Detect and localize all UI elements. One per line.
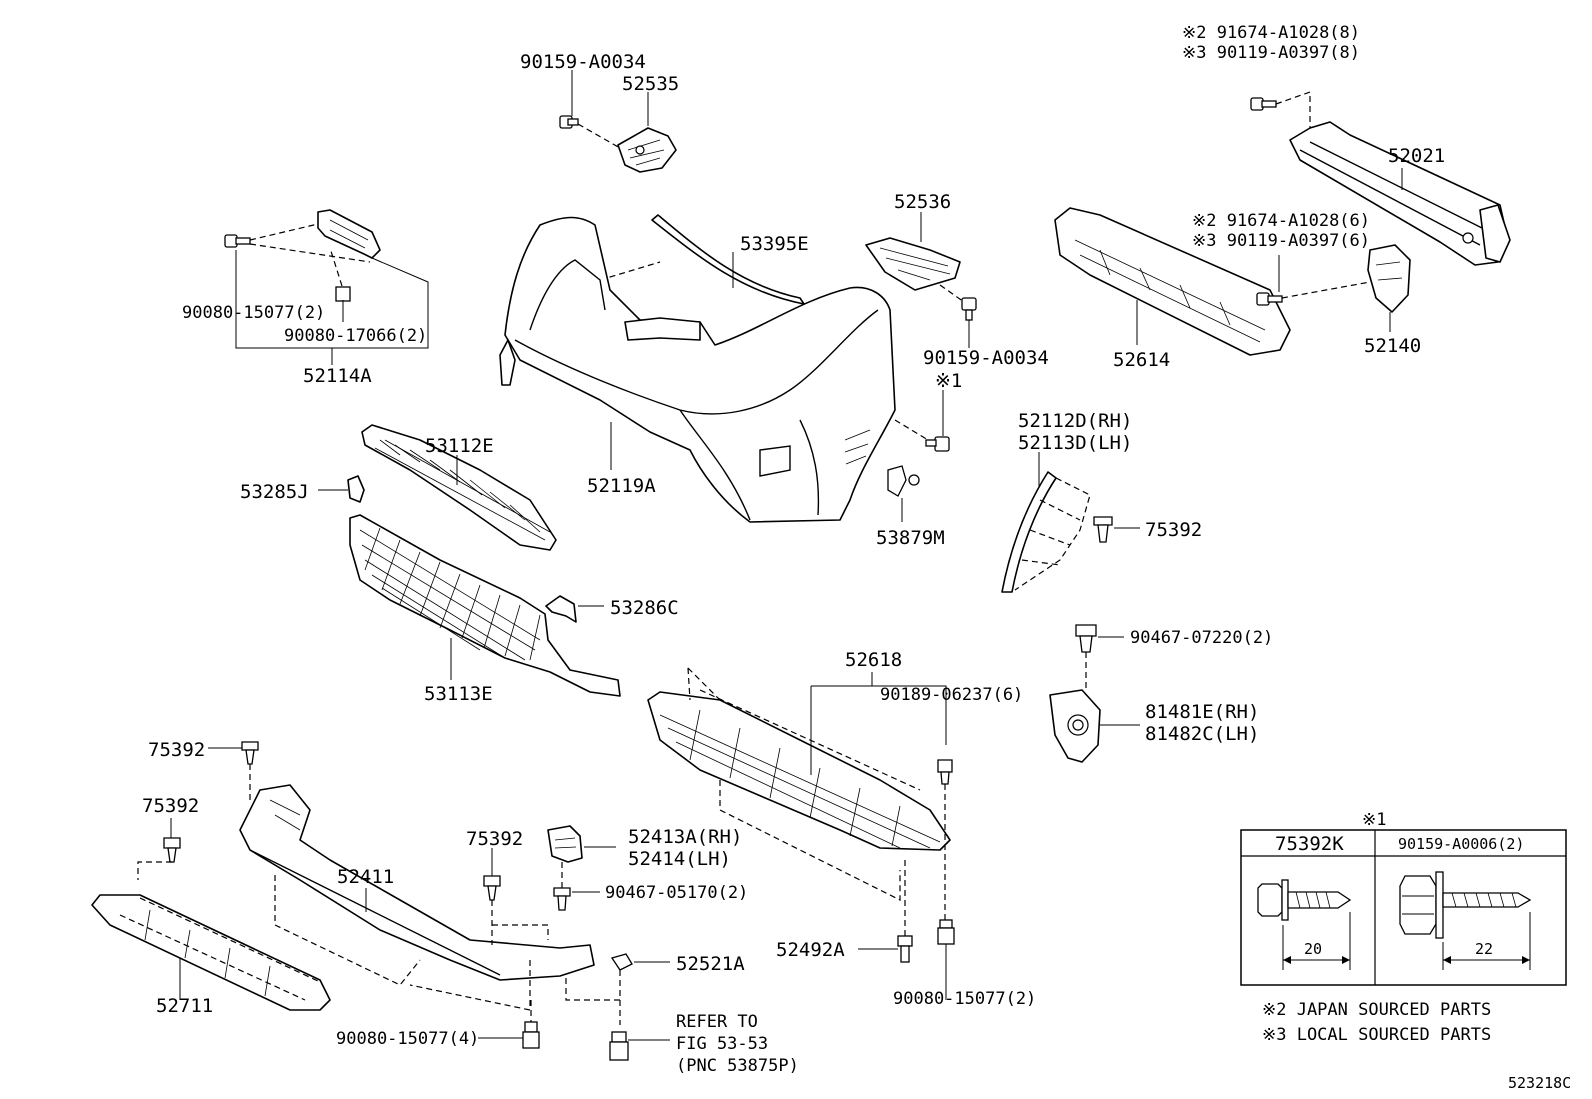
bolt-mid-right	[1256, 292, 1283, 306]
label-75392-right: 75392	[1145, 519, 1202, 541]
clip-53879M	[887, 465, 920, 497]
label-52113D: 52113D(LH)	[1018, 432, 1132, 454]
label-note3-top: ※3 90119-A0397(8)	[1182, 43, 1360, 63]
label-note2-mid: ※2 91674-A1028(6)	[1192, 211, 1370, 231]
screw-75392k-icon	[1257, 879, 1352, 970]
clip-52521A	[610, 953, 633, 971]
label-53395E: 53395E	[740, 233, 809, 255]
note-table-col1-dim: 20	[1304, 940, 1322, 958]
label-52535: 52535	[622, 73, 679, 95]
clip-53286C	[545, 595, 577, 623]
label-52114A: 52114A	[303, 365, 372, 387]
side-piece-52112D	[1001, 471, 1091, 593]
absorber-52614	[1054, 207, 1291, 356]
label-53879M: 53879M	[876, 527, 945, 549]
grille-53113E	[349, 514, 621, 697]
bolt-90080-15077-b	[937, 919, 955, 945]
label-90159-mid: 90159-A0034	[923, 347, 1049, 369]
label-53285J: 53285J	[240, 481, 309, 503]
label-90189: 90189-06237(6)	[880, 685, 1023, 705]
label-90159-top: 90159-A0034	[520, 51, 646, 73]
bolt-52492A	[897, 935, 913, 963]
label-53286C: 53286C	[610, 597, 679, 619]
bracket-52140	[1367, 244, 1411, 313]
clip-53285J	[347, 475, 365, 503]
label-refer-line1: REFER TO	[676, 1012, 758, 1032]
bracket-52114A	[317, 209, 381, 302]
label-81482C: 81482C(LH)	[1145, 723, 1259, 745]
label-75392-a: 75392	[148, 739, 205, 761]
clip-90189	[937, 759, 953, 785]
clip-75392-c	[483, 875, 501, 901]
bolt-90080-15077-a	[224, 234, 251, 248]
label-53113E: 53113E	[424, 683, 493, 705]
label-81481E: 81481E(RH)	[1145, 701, 1259, 723]
bolt-top-right	[1250, 97, 1277, 111]
label-52112D: 52112D(RH)	[1018, 410, 1132, 432]
label-75392-c: 75392	[466, 828, 523, 850]
clip-75392-b	[163, 837, 181, 863]
reinforcement-52021	[1289, 121, 1511, 266]
note-table-col2-header: 90159-A0006(2)	[1398, 835, 1524, 853]
label-53112E: 53112E	[425, 435, 494, 457]
label-refer-line3: (PNC 53875P)	[676, 1056, 799, 1076]
bolt-90159-mid	[961, 297, 977, 321]
label-note3-mid: ※3 90119-A0397(6)	[1192, 231, 1370, 251]
bolt-refer	[609, 1031, 629, 1061]
label-52413A: 52413A(RH)	[628, 826, 742, 848]
bumper-cover-52119A	[499, 216, 896, 523]
bolt-90159-a0006-icon	[1399, 871, 1532, 970]
label-52521A: 52521A	[676, 953, 745, 975]
molding-53395E	[651, 214, 805, 305]
bracket-52535	[617, 127, 677, 173]
bracket-81481E	[1049, 689, 1101, 763]
label-90080-15077-2b: 90080-15077(2)	[893, 989, 1036, 1009]
label-52411: 52411	[337, 866, 394, 888]
label-52414: 52414(LH)	[628, 848, 731, 870]
label-52614: 52614	[1113, 349, 1170, 371]
spoiler-52411	[239, 784, 595, 981]
label-52711: 52711	[156, 995, 213, 1017]
label-52492A: 52492A	[776, 939, 845, 961]
label-52536: 52536	[894, 191, 951, 213]
clip-90467-07220	[1075, 624, 1097, 653]
label-note2-top: ※2 91674-A1028(8)	[1182, 23, 1360, 43]
note-table-col1-header: 75392K	[1275, 833, 1344, 855]
footnote-local: ※3 LOCAL SOURCED PARTS	[1262, 1025, 1491, 1045]
label-90467-07220: 90467-07220(2)	[1130, 628, 1273, 648]
label-75392-b: 75392	[142, 795, 199, 817]
skid-52711	[91, 894, 331, 1011]
bracket-52536	[865, 237, 961, 291]
note-table-marker: ※1	[1362, 810, 1386, 830]
label-52119A: 52119A	[587, 475, 656, 497]
label-90080-15077-2a: 90080-15077(2)	[182, 303, 325, 323]
label-52140: 52140	[1364, 335, 1421, 357]
note-table-col2-dim: 22	[1475, 940, 1493, 958]
label-90080-15077-4: 90080-15077(4)	[336, 1029, 479, 1049]
clip-75392-a	[241, 741, 259, 765]
diagram-id: 523218C	[1508, 1074, 1571, 1092]
label-refer-line2: FIG 53-53	[676, 1034, 768, 1054]
bracket-52413A	[547, 825, 583, 863]
label-note1-mid: ※1	[935, 370, 962, 392]
bolt-note1	[925, 436, 950, 452]
clip-90467-05170	[553, 887, 571, 911]
note-table	[1240, 829, 1567, 986]
clip-75392-right	[1093, 516, 1113, 543]
bolt-90159-top	[559, 115, 579, 129]
grille-53112E	[361, 424, 557, 551]
bolt-90080-15077-4	[522, 1021, 540, 1049]
label-90467-05170: 90467-05170(2)	[605, 883, 748, 903]
footnote-japan: ※2 JAPAN SOURCED PARTS	[1262, 1000, 1491, 1020]
label-52618: 52618	[845, 649, 902, 671]
label-52021: 52021	[1388, 145, 1445, 167]
label-90080-17066: 90080-17066(2)	[284, 326, 427, 346]
